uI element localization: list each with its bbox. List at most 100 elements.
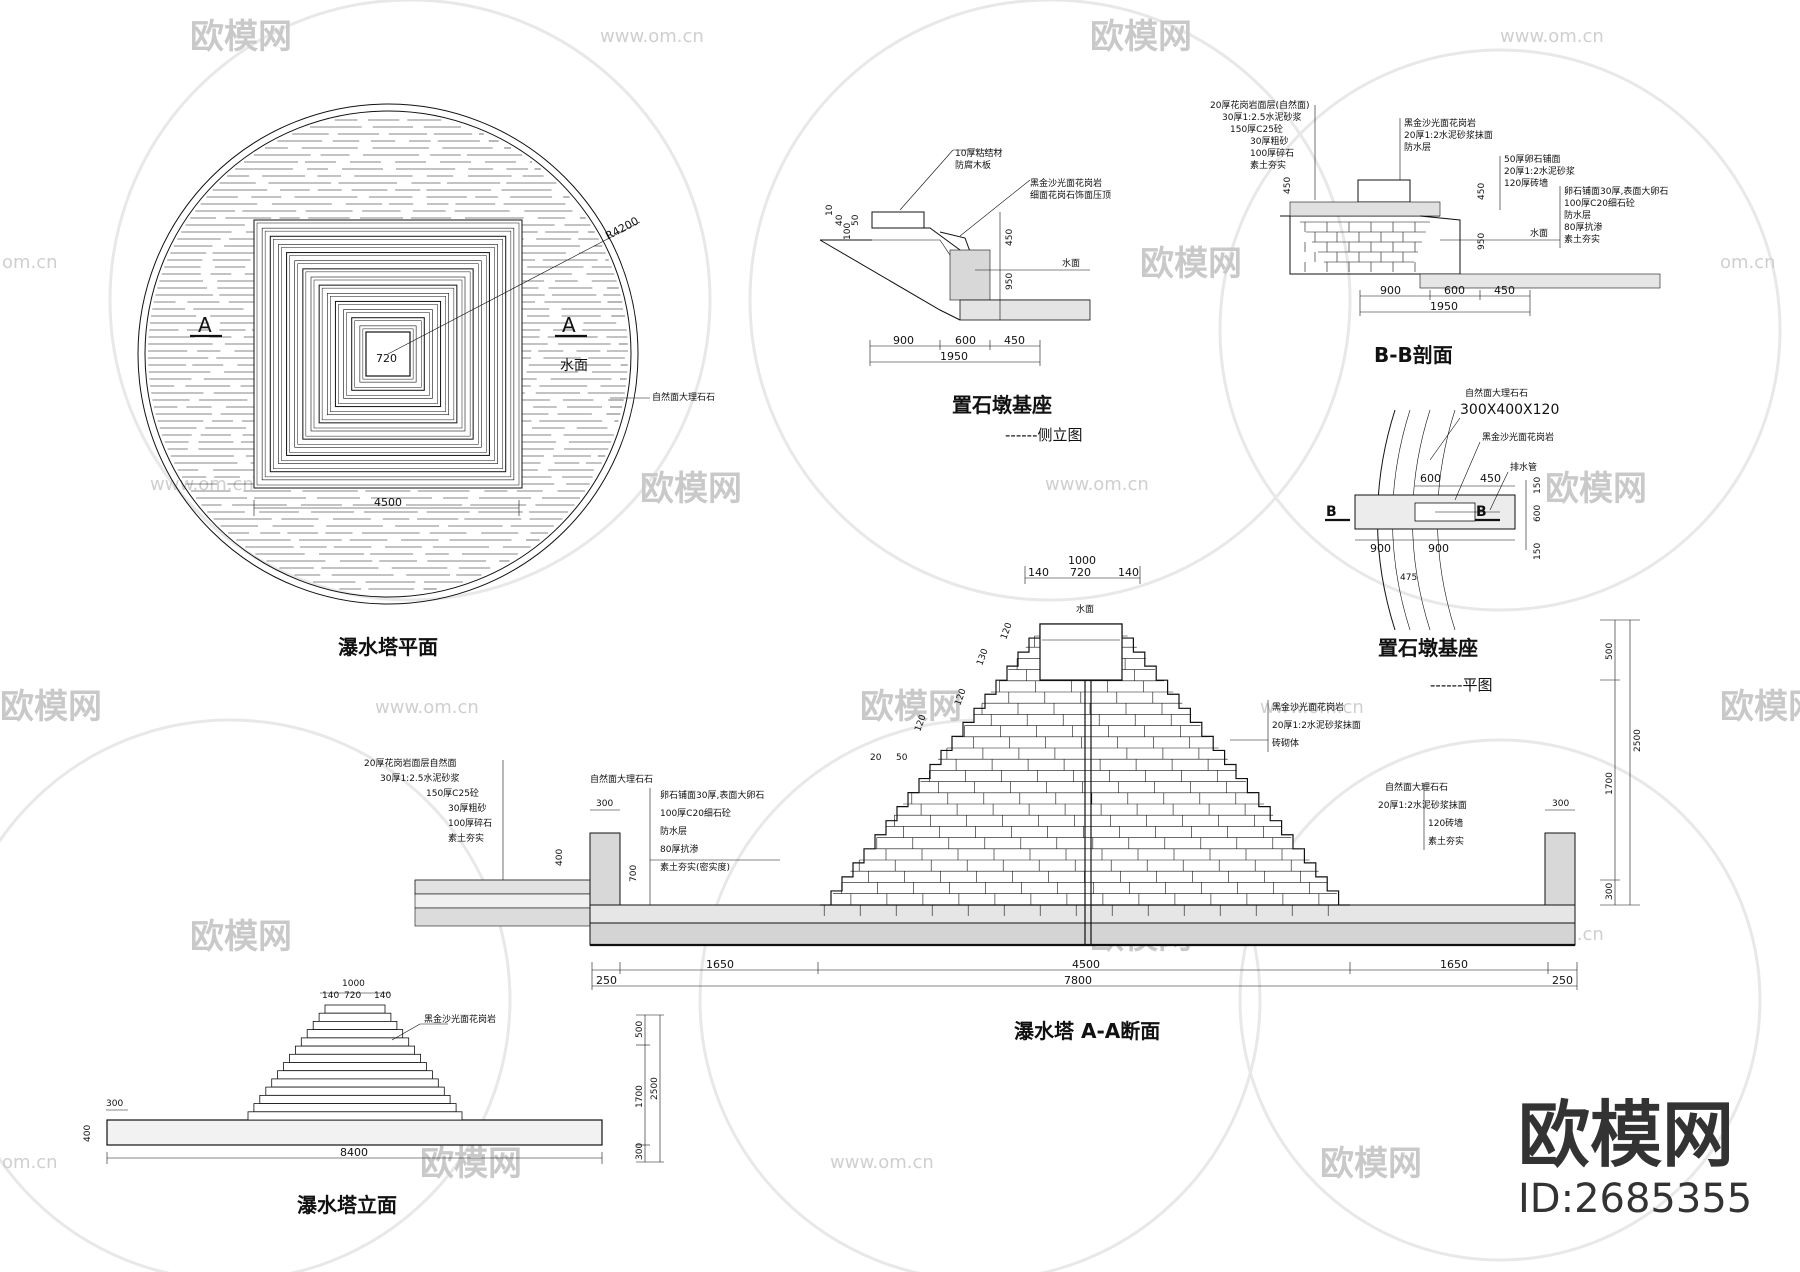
stoneplan-dim-right: 150 <box>1533 543 1543 560</box>
stone-base-plan-subtitle: ------平图 <box>1430 676 1492 694</box>
side-dim-bottom: 600 <box>955 334 976 347</box>
aa-dim-300-left: 300 <box>596 799 613 809</box>
plan-step-square <box>289 255 487 453</box>
stoneplan-stone-note: 自然面大理石石 <box>1465 387 1528 399</box>
elev-dim-300: 300 <box>106 1099 123 1109</box>
plan-step-square <box>318 284 458 424</box>
stoneplan-dim-right: 150 <box>1533 477 1543 494</box>
stoneplan-dim-bottom: 900 <box>1370 542 1391 555</box>
elevation-title: 瀑水塔立面 <box>297 1193 397 1217</box>
bb-note-mid: 防水层 <box>1404 141 1431 153</box>
plan-water-label: 水面 <box>560 358 588 374</box>
aa-top-part: 720 <box>1070 566 1091 579</box>
plan-radius-label: R4200 <box>603 214 641 242</box>
plan-step-square <box>305 271 471 437</box>
aa-note-tower: 黑金沙光面花岗岩 <box>1272 701 1344 713</box>
elev-step <box>312 1021 398 1031</box>
stone-base-side-subtitle: ------侧立图 <box>1005 426 1082 444</box>
plan-step-square <box>326 292 450 416</box>
plan-width-dim: 4500 <box>374 496 402 509</box>
elev-dim-400: 400 <box>83 1125 93 1142</box>
bb-dim-left: 450 <box>1283 177 1293 194</box>
bb-section: 水面 20厚花岗岩面层(自然面) 30厚1:2.5水泥砂浆 150厚C25砼 3… <box>1210 99 1668 367</box>
aa-step-dim: 130 <box>975 647 990 667</box>
plan-section-mark-right: A <box>562 313 576 337</box>
plan-step-square <box>351 317 425 391</box>
aa-step-dim: 50 <box>896 753 908 763</box>
plan-title: 瀑水塔平面 <box>338 635 438 659</box>
stoneplan-cut-right: B <box>1476 504 1487 520</box>
aa-note-basin: 卵石铺面30厚,表面大卵石 <box>660 789 764 801</box>
elev-step <box>300 1037 410 1047</box>
side-dim-left: 40 <box>835 214 845 226</box>
watermark-brand: 欧模网 <box>0 687 102 727</box>
aa-note-tower: 20厚1:2水泥砂浆抹面 <box>1272 719 1361 731</box>
watermark-url: www.om.cn <box>830 1152 934 1173</box>
stoneplan-size-note: 300X400X120 <box>1460 402 1559 418</box>
bb-dim-right: 950 <box>1477 233 1487 250</box>
side-dim-bottom: 900 <box>893 334 914 347</box>
plan-step-square <box>343 309 433 399</box>
stoneplan-bottom-dim: 475 <box>1400 573 1417 583</box>
bb-note-left: 30厚粗砂 <box>1250 135 1288 147</box>
bb-dim-right: 450 <box>1477 183 1487 200</box>
side-note: 黑金沙光面花岗岩 <box>1030 177 1102 189</box>
elev-step <box>306 1029 404 1039</box>
elev-top-total: 1000 <box>342 979 365 989</box>
watermark-brand: 欧模网 <box>420 1144 522 1184</box>
elev-top-part: 720 <box>344 991 361 1001</box>
stone-base-side-title: 置石墩基座 <box>952 393 1052 417</box>
plan-step-square <box>302 268 474 440</box>
aa-note-left: 30厚1:2.5水泥砂浆 <box>380 772 460 784</box>
elev-top-part: 140 <box>322 991 339 1001</box>
elev-step <box>283 1062 427 1072</box>
elev-dim-right: 1700 <box>635 1085 645 1108</box>
bb-note-right: 50厚卵石铺面 <box>1504 153 1560 165</box>
watermark-url: www.om.cn <box>1045 474 1149 495</box>
aa-top-part: 140 <box>1118 566 1139 579</box>
plan-step-square <box>334 300 442 408</box>
watermark-url: www.om.cn <box>150 474 254 495</box>
plan-top-basin <box>365 331 411 377</box>
aa-dim-right-total: 2500 <box>1633 729 1643 752</box>
watermark-url: www.om.cn <box>600 26 704 47</box>
aa-note-basin: 自然面大理石石 <box>590 773 653 785</box>
elev-step <box>265 1086 445 1096</box>
bb-dim-bottom: 600 <box>1444 284 1465 297</box>
aa-top-basin <box>1039 623 1123 681</box>
stoneplan-drain-note: 排水管 <box>1510 461 1537 473</box>
elev-step <box>253 1103 457 1113</box>
bb-note-right: 100厚C20细石砼 <box>1564 197 1635 209</box>
bb-note-mid: 20厚1:2水泥砂浆抹面 <box>1404 129 1493 141</box>
plan-step-square <box>286 252 490 456</box>
bb-note-right: 素土夯实 <box>1564 233 1600 245</box>
bb-note-left: 30厚1:2.5水泥砂浆 <box>1222 111 1302 123</box>
bb-dim-bottom: 450 <box>1494 284 1515 297</box>
watermark-url: www.om.cn <box>1260 697 1364 718</box>
aa-note-left: 30厚粗砂 <box>448 802 486 814</box>
watermark-url: om.cn <box>2 1152 58 1173</box>
side-dim-right: 450 <box>1005 229 1015 246</box>
aa-note-left: 100厚碎石 <box>448 817 492 829</box>
bb-note-right: 80厚抗渗 <box>1564 221 1602 233</box>
bb-note-left: 100厚碎石 <box>1250 147 1294 159</box>
aa-dim-right: 300 <box>1605 883 1615 900</box>
bb-note-mid: 黑金沙光面花岗岩 <box>1404 117 1476 129</box>
bb-note-right: 防水层 <box>1564 209 1591 221</box>
aa-dim-bottom-total: 7800 <box>1064 974 1092 987</box>
bb-note-left: 素土夯实 <box>1250 159 1286 171</box>
watermark-brand: 欧模网 <box>1720 687 1800 727</box>
side-dim-left: 100 <box>843 223 853 240</box>
watermark-brand: 欧模网 <box>1090 17 1192 57</box>
elev-base <box>106 1119 603 1146</box>
elev-top-part: 140 <box>374 991 391 1001</box>
elev-dim-right: 300 <box>635 1143 645 1160</box>
plan-section-mark-left: A <box>198 313 212 337</box>
aa-dim-400: 400 <box>555 849 565 866</box>
plan-inner-dim: 720 <box>376 352 397 365</box>
stoneplan-dim-top: 600 <box>1420 472 1441 485</box>
side-note: 细面花岗石饰面压顶 <box>1030 189 1111 201</box>
plan-step-square <box>359 325 417 383</box>
watermark-url: om.cn <box>1720 252 1776 273</box>
